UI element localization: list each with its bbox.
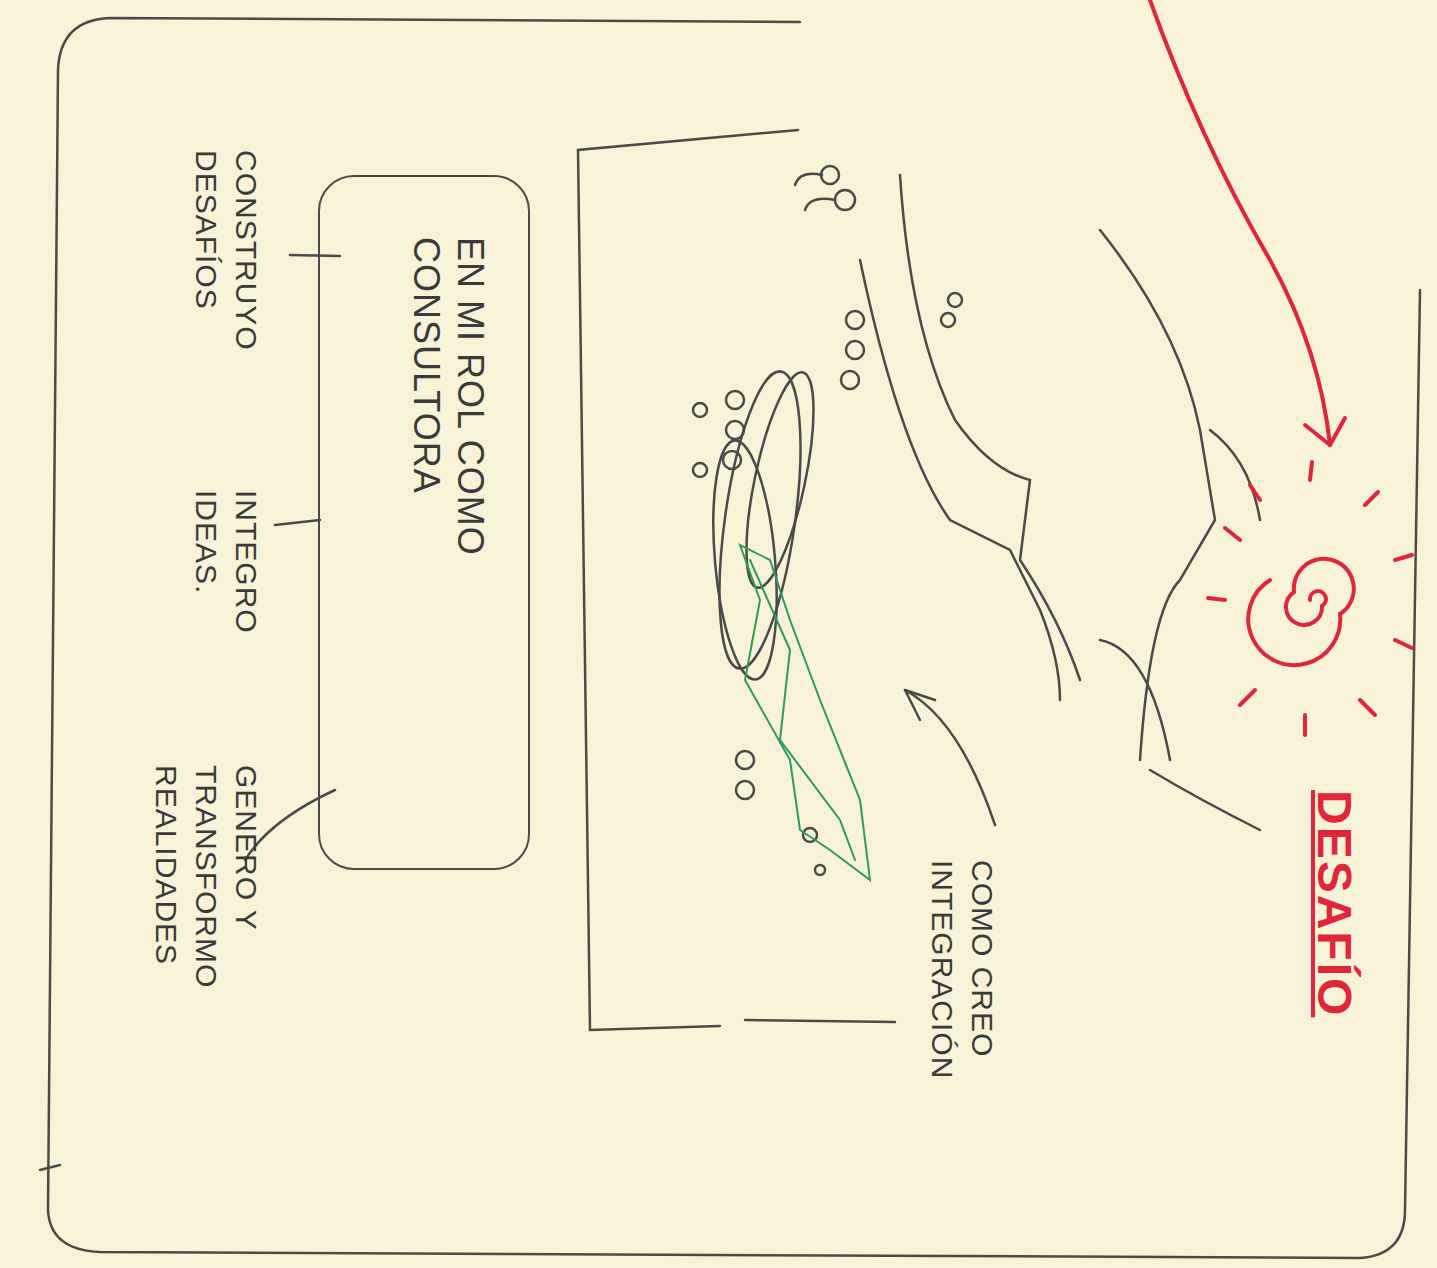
note-label: GENERO Y TRANSFORMO REALIDADES	[146, 765, 266, 1075]
note-label-wrap: COMO CREO INTEGRACIÓN	[1002, 860, 1332, 940]
note-label-wrap: CONSTRUYO DESAFÍOS	[266, 150, 516, 230]
title-text-wrap: DESAFÍO	[1362, 790, 1437, 846]
note-label-wrap: GENERO Y TRANSFORMO REALIDADES	[266, 765, 576, 885]
note-label: CONSTRUYO DESAFÍOS	[186, 150, 266, 400]
title-text: DESAFÍO	[1306, 790, 1362, 1080]
note-label: COMO CREO INTEGRACIÓN	[922, 860, 1002, 1190]
node-text: EN MI ROL COMO CONSULTORA	[404, 237, 492, 717]
note-label-wrap: INTEGRO IDEAS.	[266, 490, 456, 570]
rounded-box: EN MI ROL COMO CONSULTORA	[318, 175, 530, 870]
note-label: INTEGRO IDEAS.	[186, 490, 266, 680]
